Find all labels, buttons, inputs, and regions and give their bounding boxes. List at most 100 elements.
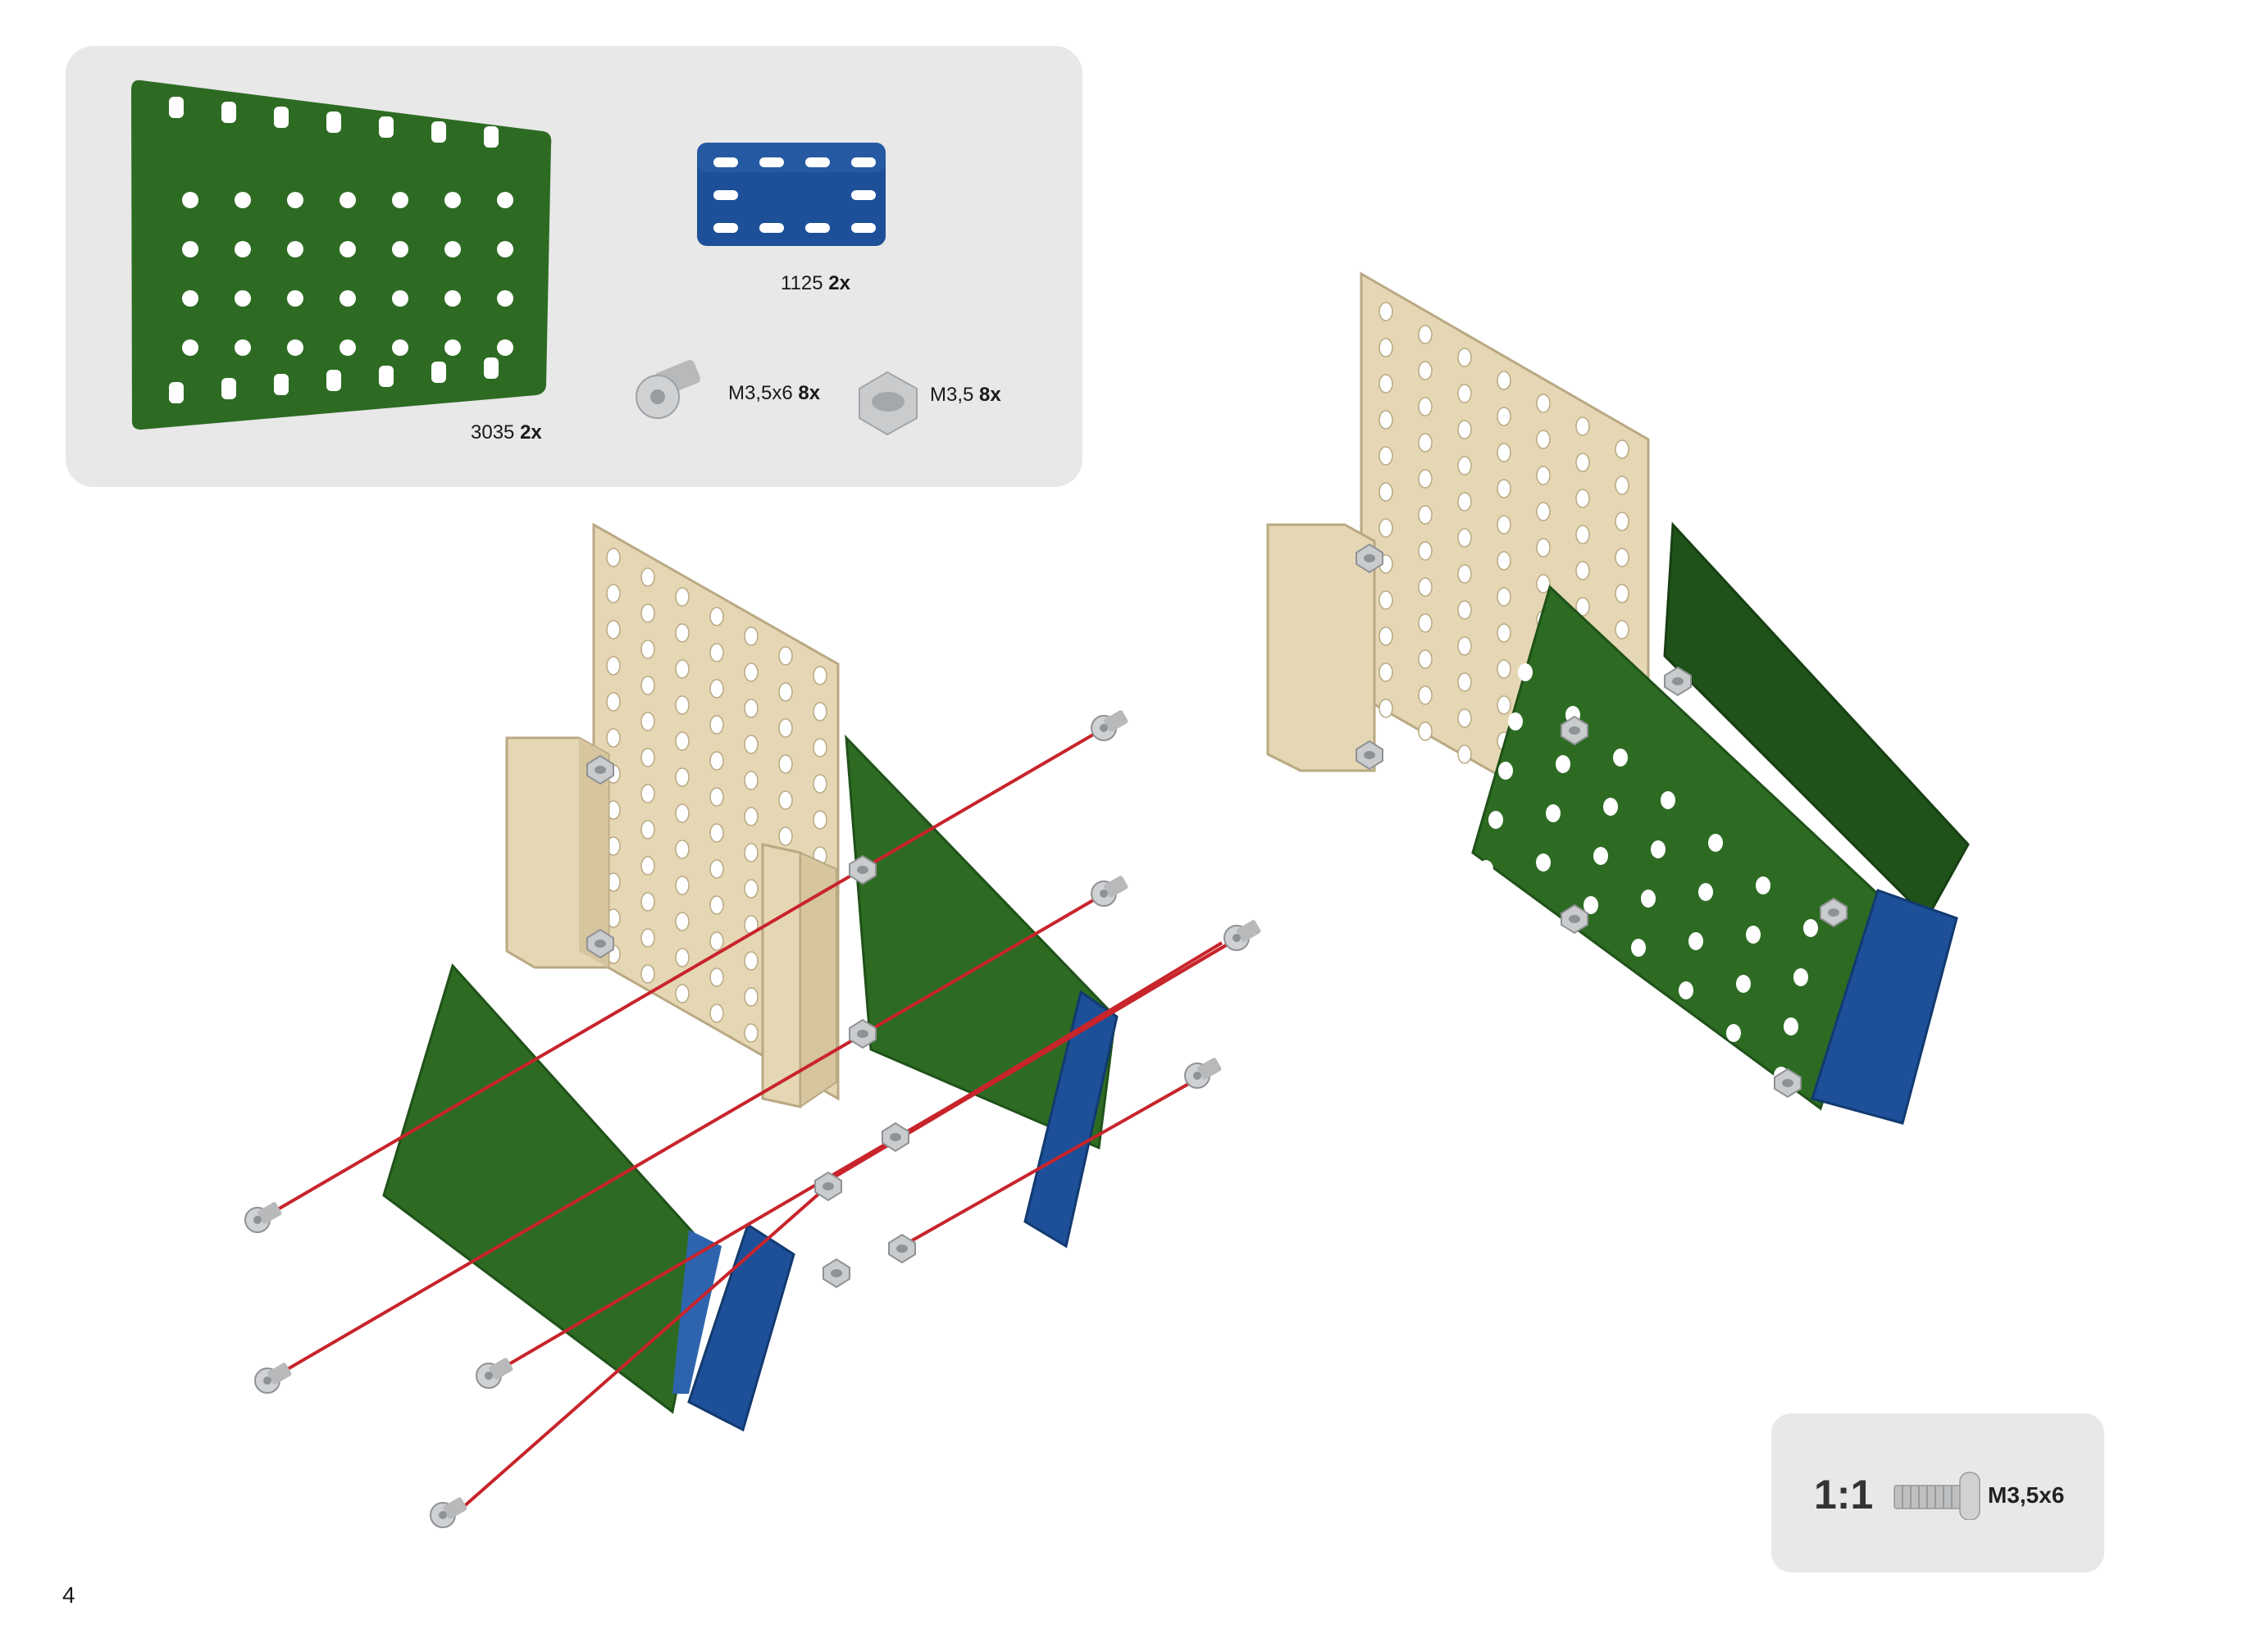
plate-hole xyxy=(1378,482,1393,502)
nut xyxy=(1356,740,1383,771)
nut xyxy=(1664,666,1692,697)
nut xyxy=(1356,543,1383,574)
plate-hole xyxy=(392,339,408,356)
plate-hole xyxy=(606,728,621,748)
plate-hole xyxy=(1536,394,1551,413)
plate-hole xyxy=(1518,663,1533,681)
plate-slot xyxy=(169,97,184,118)
plate-hole xyxy=(1575,489,1590,508)
tan-angle-bracket-assembled xyxy=(1266,523,1376,772)
plate-hole xyxy=(287,192,303,208)
plate-hole xyxy=(1418,397,1433,416)
plate-hole xyxy=(709,715,724,735)
plate-hole xyxy=(675,803,690,823)
plate-hole xyxy=(709,787,724,807)
plate-hole xyxy=(640,567,655,587)
plate-hole xyxy=(444,339,461,356)
screw xyxy=(476,1358,513,1389)
strip-1125-icon xyxy=(697,143,886,246)
plate-slot xyxy=(379,366,394,387)
plate-hole xyxy=(709,895,724,915)
plate-hole xyxy=(1575,453,1590,472)
plate-hole xyxy=(1497,623,1511,643)
plate-hole xyxy=(606,620,621,639)
nut xyxy=(849,1018,877,1049)
plate-hole xyxy=(744,662,759,682)
plate-hole xyxy=(744,951,759,971)
plate-hole xyxy=(606,548,621,567)
plate-hole xyxy=(1497,659,1511,679)
plate-hole xyxy=(1378,338,1393,357)
plate-hole xyxy=(1536,430,1551,449)
plate-hole xyxy=(1536,853,1551,872)
plate-hole xyxy=(392,192,408,208)
plate-hole xyxy=(1418,577,1433,597)
plate-hole xyxy=(1615,512,1629,531)
plate-hole xyxy=(287,290,303,307)
plate-hole xyxy=(392,241,408,257)
plate-hole xyxy=(1698,883,1713,901)
plate-hole xyxy=(1764,1116,1779,1134)
plate-hole xyxy=(339,241,356,257)
plate-hole xyxy=(744,626,759,646)
plate-hole xyxy=(744,879,759,899)
assembled-screws xyxy=(1356,543,1848,1099)
plate-hole xyxy=(1457,348,1472,367)
plate-hole xyxy=(1378,374,1393,394)
plate-hole xyxy=(287,241,303,257)
nut xyxy=(823,1258,850,1289)
plate-hole xyxy=(709,967,724,987)
blue-bracket-rear xyxy=(1023,990,1119,1249)
part-quantity: 8x xyxy=(798,382,821,404)
plate-hole xyxy=(339,192,356,208)
plate-hole xyxy=(1615,620,1629,639)
plate-hole xyxy=(1457,708,1472,728)
plate-hole xyxy=(640,712,655,731)
plate-hole xyxy=(709,679,724,699)
nut xyxy=(1820,897,1848,928)
part-label-screw: M3,5x6 8x xyxy=(728,382,820,405)
plate-slot xyxy=(379,116,394,138)
plate-hole xyxy=(675,912,690,931)
parts-list-panel: 3035 2x 1125 2x M3,5x6 8x M3,5 8x xyxy=(66,46,1082,487)
plate-hole xyxy=(744,771,759,790)
nut xyxy=(814,1171,842,1202)
plate-hole xyxy=(1661,791,1675,809)
plate-hole xyxy=(1615,584,1629,603)
plate-hole xyxy=(1457,672,1472,692)
plate-hole xyxy=(640,603,655,623)
plate-hole xyxy=(709,607,724,626)
plate-hole xyxy=(813,774,827,794)
plate-hole xyxy=(1457,564,1472,584)
plate-hole xyxy=(1497,587,1511,607)
screw xyxy=(1091,710,1128,741)
part-number: M3,5x6 xyxy=(728,382,793,404)
plate-hole xyxy=(1641,890,1656,908)
scale-screw-icon xyxy=(1893,1472,1980,1520)
plate-hole xyxy=(1784,1017,1798,1035)
plate-slot xyxy=(274,107,289,128)
plate-hole xyxy=(1651,840,1666,858)
plate-hole xyxy=(1575,597,1590,617)
plate-slot xyxy=(326,370,341,391)
part-quantity: 2x xyxy=(520,421,542,444)
plate-hole xyxy=(182,192,198,208)
plate-hole xyxy=(1575,416,1590,436)
plate-hole xyxy=(640,820,655,840)
part-number: 1125 xyxy=(781,272,823,294)
nut xyxy=(1561,715,1588,746)
plate-hole xyxy=(339,339,356,356)
plate-hole xyxy=(1615,476,1629,495)
plate-hole xyxy=(778,682,793,702)
plate-hole xyxy=(640,748,655,767)
plate-hole xyxy=(1497,407,1511,426)
plate-hole xyxy=(744,807,759,826)
plate-hole xyxy=(813,666,827,685)
plate-hole xyxy=(606,584,621,603)
plate-hole xyxy=(606,692,621,712)
plate-hole xyxy=(1418,613,1433,633)
plate-hole xyxy=(640,856,655,876)
page-number: 4 xyxy=(62,1582,75,1608)
nut xyxy=(888,1233,916,1264)
